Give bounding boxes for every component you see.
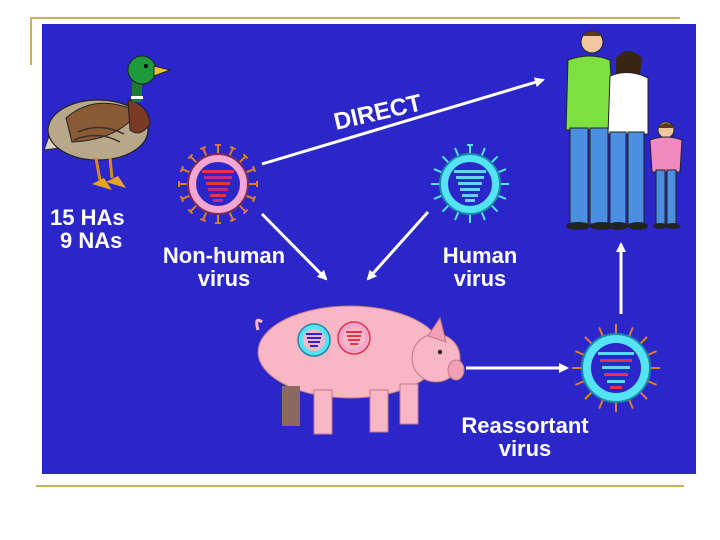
- nonhuman-virus-icon: [178, 144, 258, 224]
- human-virus-icon: [431, 144, 509, 223]
- duck-icon: [43, 55, 172, 190]
- duck-label-line2: 9 NAs: [60, 228, 123, 254]
- nonhuman-label-line2: virus: [197, 266, 251, 292]
- nonhuman-virus-label: Non-human virus: [154, 244, 294, 290]
- human-label-line1: Human: [442, 243, 518, 268]
- nonhuman-label-line1: Non-human: [162, 243, 286, 268]
- reassortant-label-line2: virus: [498, 436, 552, 462]
- pig-icon: [255, 305, 465, 435]
- reassortant-virus-icon: [572, 324, 660, 412]
- nonhuman-to-pig-arrow: [260, 212, 328, 281]
- reassortant-label-line1: Reassortant: [461, 413, 589, 438]
- reassortant-virus-label: Reassortant virus: [450, 414, 600, 460]
- top-rule: [30, 17, 680, 19]
- family-icon: [565, 30, 683, 230]
- bottom-rule: [36, 485, 684, 487]
- human-to-pig-arrow: [366, 210, 430, 281]
- left-rule: [30, 17, 32, 65]
- duck-label: 15 HAs 9 NAs: [50, 206, 160, 252]
- human-virus-label: Human virus: [420, 244, 540, 290]
- human-label-line2: virus: [453, 266, 507, 292]
- duck-label-line1: 15 HAs: [50, 205, 125, 230]
- direct-arrow: [261, 77, 545, 166]
